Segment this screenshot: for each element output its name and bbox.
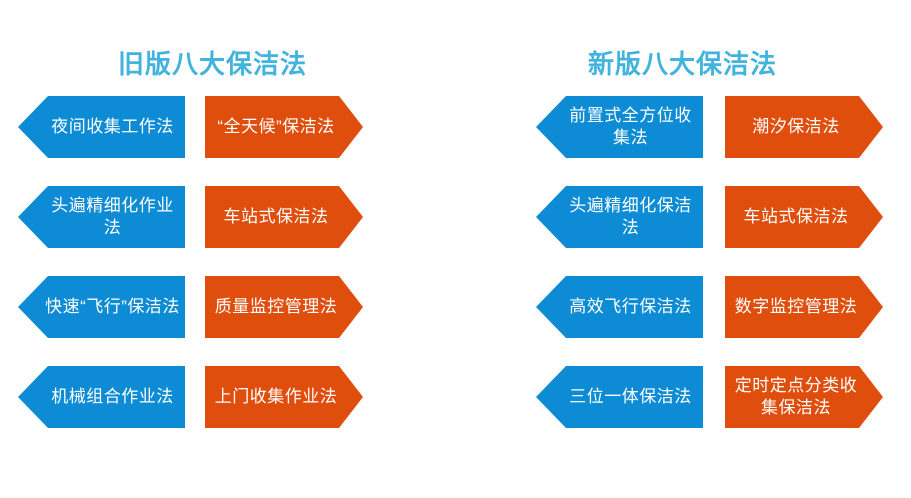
- shape-new-row3-orange[interactable]: 数字监控管理法: [725, 276, 883, 338]
- shape-new-row2-orange[interactable]: 车站式保洁法: [725, 186, 883, 248]
- shape-old-row4-orange[interactable]: 上门收集作业法: [205, 366, 363, 428]
- shape-label: 定时定点分类收集保洁法: [734, 376, 858, 417]
- shape-old-row2-orange[interactable]: 车站式保洁法: [205, 186, 363, 248]
- shape-new-row4-blue[interactable]: 三位一体保洁法: [536, 366, 703, 428]
- shape-old-row1-blue[interactable]: 夜间收集工作法: [18, 96, 185, 158]
- shape-label: 车站式保洁法: [223, 207, 329, 226]
- shape-label: 车站式保洁法: [743, 207, 849, 226]
- shape-old-row4-blue[interactable]: 机械组合作业法: [18, 366, 185, 428]
- column-title-old: 旧版八大保洁法: [117, 49, 307, 79]
- shape-label: 质量监控管理法: [214, 297, 338, 316]
- shape-label: 机械组合作业法: [51, 387, 174, 406]
- shape-old-row3-blue[interactable]: 快速“飞行”保洁法: [18, 276, 185, 338]
- shape-new-row1-blue[interactable]: 前置式全方位收集法: [536, 96, 703, 158]
- shape-label: 前置式全方位收集法: [569, 106, 692, 147]
- shape-new-row4-orange[interactable]: 定时定点分类收集保洁法: [725, 366, 883, 428]
- shape-label: 夜间收集工作法: [51, 117, 174, 136]
- shape-label: “全天候”保洁法: [217, 117, 335, 136]
- shape-new-row3-blue[interactable]: 高效飞行保洁法: [536, 276, 703, 338]
- shape-label: 高效飞行保洁法: [569, 297, 692, 316]
- shape-label: 上门收集作业法: [214, 387, 338, 406]
- shape-label: 潮汐保洁法: [752, 117, 840, 136]
- shape-old-row3-orange[interactable]: 质量监控管理法: [205, 276, 363, 338]
- shape-label: 头遍精细化保洁法: [569, 196, 692, 237]
- shape-old-row2-blue[interactable]: 头遍精细化作业法: [18, 186, 185, 248]
- shape-label: 头遍精细化作业法: [51, 196, 174, 237]
- shape-new-row1-orange[interactable]: 潮汐保洁法: [725, 96, 883, 158]
- shape-label: 数字监控管理法: [734, 297, 858, 316]
- shape-label: 快速“飞行”保洁法: [45, 297, 180, 316]
- column-title-new: 新版八大保洁法: [587, 49, 777, 79]
- shape-old-row1-orange[interactable]: “全天候”保洁法: [205, 96, 363, 158]
- shape-new-row2-blue[interactable]: 头遍精细化保洁法: [536, 186, 703, 248]
- shape-label: 三位一体保洁法: [569, 387, 692, 406]
